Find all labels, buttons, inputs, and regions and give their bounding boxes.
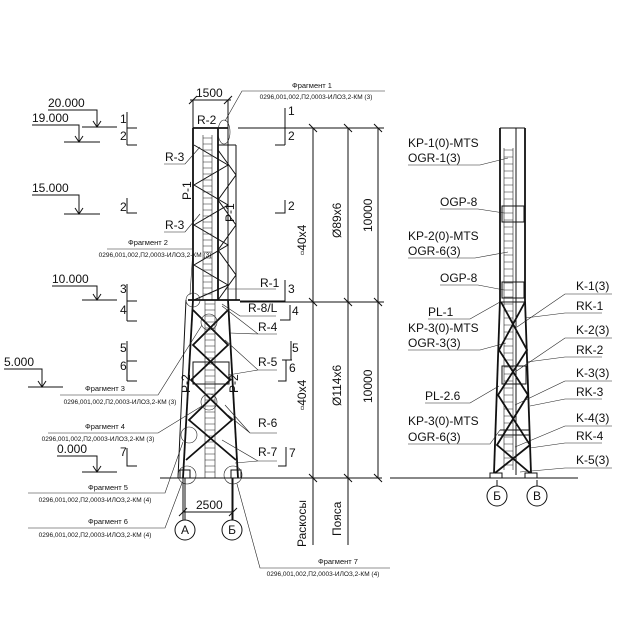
svg-text:0296,001,002,П2,0003-ИЛОЗ,2-КМ: 0296,001,002,П2,0003-ИЛОЗ,2-КМ (3): [42, 436, 155, 443]
left-tower-labels: R-2 R-3 R-3 P-1 P-1 R-1 R-8/L R-4 R-5 P-…: [164, 113, 280, 464]
svg-text:2: 2: [120, 129, 127, 143]
svg-text:7: 7: [120, 445, 127, 459]
svg-text:P-2: P-2: [227, 374, 241, 393]
dim-base-width: 2500: [196, 498, 223, 512]
svg-text:0296,001,002,П2,0003-ИЛОЗ,2-КМ: 0296,001,002,П2,0003-ИЛОЗ,2-КМ (3): [99, 252, 212, 259]
level-10000: 10.000: [52, 272, 89, 286]
ladder-rungs: [203, 137, 212, 295]
svg-text:R-4: R-4: [258, 320, 278, 334]
svg-text:Фрагмент 6: Фрагмент 6: [88, 517, 128, 526]
svg-text:OGP-8: OGP-8: [440, 271, 478, 285]
section-marks-right: 1 2 2 3 4 5 6 7: [240, 104, 299, 467]
svg-text:OGR-1(3): OGR-1(3): [408, 151, 461, 165]
fragment-callouts: Фрагмент 1 0296,001,002,П2,0003-ИЛОЗ,2-К…: [28, 81, 390, 578]
lower-chord-size: Ø114x6: [330, 365, 344, 406]
svg-text:PL-1: PL-1: [428, 305, 454, 319]
level-marks: 20.000 19.000 15.000 10.000 5.000 0.000: [4, 96, 117, 473]
column-braces: Раскосы: [295, 500, 309, 547]
dimension-lines: 1500 2500 ▫40x4 Ø89x6 10000 ▫40x4 Ø114x6…: [178, 86, 384, 547]
svg-text:OGR-6(3): OGR-6(3): [408, 244, 461, 258]
column-chords: Пояса: [330, 501, 344, 536]
svg-text:R-7: R-7: [258, 445, 278, 459]
dim-top-width: 1500: [196, 86, 223, 100]
svg-text:5: 5: [120, 341, 127, 355]
svg-text:RK-4: RK-4: [576, 429, 604, 443]
section-marks-left: 1 2 2 3 4 5 6 7: [120, 112, 137, 467]
svg-text:P-1: P-1: [223, 203, 237, 222]
lower-brace-size: ▫40x4: [295, 379, 309, 410]
level-20000: 20.000: [48, 96, 85, 110]
svg-text:2: 2: [288, 199, 295, 213]
svg-text:5: 5: [292, 341, 299, 355]
svg-text:2: 2: [288, 129, 295, 143]
svg-text:3: 3: [288, 282, 295, 296]
svg-text:1: 1: [288, 104, 295, 118]
svg-text:Фрагмент 5: Фрагмент 5: [88, 483, 128, 492]
svg-text:R-6: R-6: [258, 416, 278, 430]
axis-markers-left: А Б: [174, 478, 243, 541]
svg-text:7: 7: [289, 446, 296, 460]
svg-text:K-4(3): K-4(3): [576, 411, 609, 425]
svg-text:0296,001,002,П2,0003-ИЛОЗ,2-КМ: 0296,001,002,П2,0003-ИЛОЗ,2-КМ (3): [64, 399, 177, 406]
svg-text:KP-2(0)-MTS: KP-2(0)-MTS: [408, 229, 479, 243]
svg-text:OGR-6(3): OGR-6(3): [408, 430, 461, 444]
svg-text:А: А: [181, 523, 189, 537]
lower-length: 10000: [361, 369, 375, 403]
ladder-rungs: [205, 303, 215, 473]
svg-text:KP-3(0)-MTS: KP-3(0)-MTS: [408, 414, 479, 428]
svg-text:KP-1(0)-MTS: KP-1(0)-MTS: [408, 136, 479, 150]
svg-text:6: 6: [120, 359, 127, 373]
svg-text:R-2: R-2: [197, 113, 217, 127]
svg-text:KP-3(0)-MTS: KP-3(0)-MTS: [408, 321, 479, 335]
svg-text:0296,001,002,П2,0003-ИЛОЗ,2-КМ: 0296,001,002,П2,0003-ИЛОЗ,2-КМ (3): [260, 94, 373, 101]
svg-text:3: 3: [120, 282, 127, 296]
svg-text:Б: Б: [228, 523, 236, 537]
svg-text:4: 4: [292, 304, 299, 318]
svg-text:4: 4: [120, 303, 127, 317]
level-19000: 19.000: [32, 111, 69, 125]
svg-text:1: 1: [120, 112, 127, 126]
svg-text:OGR-3(3): OGR-3(3): [408, 336, 461, 350]
right-tower-labels-left: KP-1(0)-MTS OGR-1(3) OGP-8 KP-2(0)-MTS O…: [408, 136, 509, 445]
right-tower: Б В: [486, 127, 548, 507]
svg-text:K-2(3): K-2(3): [576, 323, 609, 337]
level-0000: 0.000: [57, 442, 87, 456]
svg-text:0296,001,002,П2,0003-ИЛОЗ,2-КМ: 0296,001,002,П2,0003-ИЛОЗ,2-КМ (4): [39, 532, 152, 539]
svg-text:K-3(3): K-3(3): [576, 366, 609, 380]
svg-text:PL-2.6: PL-2.6: [425, 389, 461, 403]
upper-brace-size: ▫40x4: [295, 224, 309, 255]
axis-marker-b: Б: [493, 489, 501, 503]
upper-chord-size: Ø89x6: [330, 202, 344, 238]
left-tower: [177, 127, 242, 479]
svg-text:Фрагмент 3: Фрагмент 3: [85, 384, 125, 393]
svg-text:R-1: R-1: [260, 276, 280, 290]
svg-text:RK-3: RK-3: [576, 385, 604, 399]
svg-text:Фрагмент 1: Фрагмент 1: [292, 81, 332, 90]
svg-text:RK-2: RK-2: [576, 343, 604, 357]
level-5000: 5.000: [4, 355, 34, 369]
axis-marker-v: В: [533, 489, 541, 503]
svg-text:K-1(3): K-1(3): [576, 279, 609, 293]
svg-text:OGP-8: OGP-8: [440, 195, 478, 209]
level-15000: 15.000: [32, 181, 69, 195]
svg-text:R-5: R-5: [258, 355, 278, 369]
svg-text:0296,001,002,П2,0003-ИЛОЗ,2-КМ: 0296,001,002,П2,0003-ИЛОЗ,2-КМ (4): [267, 571, 380, 578]
svg-text:R-8/L: R-8/L: [248, 301, 278, 315]
svg-text:R-3: R-3: [165, 218, 185, 232]
svg-text:K-5(3): K-5(3): [576, 453, 609, 467]
svg-text:RK-1: RK-1: [576, 299, 604, 313]
right-tower-labels-right: K-1(3) RK-1 K-2(3) RK-2 K-3(3) RK-3 K-4(…: [514, 279, 612, 473]
svg-text:2: 2: [120, 200, 127, 214]
upper-length: 10000: [361, 198, 375, 232]
svg-text:Фрагмент 4: Фрагмент 4: [85, 422, 125, 431]
fragment-circles: [177, 119, 243, 485]
svg-text:6: 6: [289, 361, 296, 375]
svg-text:0296,001,002,П2,0003-ИЛОЗ,2-КМ: 0296,001,002,П2,0003-ИЛОЗ,2-КМ (4): [39, 497, 152, 504]
svg-text:Фрагмент 7: Фрагмент 7: [318, 557, 358, 566]
svg-text:P-1: P-1: [180, 181, 194, 200]
svg-text:P-2: P-2: [179, 374, 193, 393]
svg-text:R-3: R-3: [165, 150, 185, 164]
svg-text:Фрагмент 2: Фрагмент 2: [128, 238, 168, 247]
